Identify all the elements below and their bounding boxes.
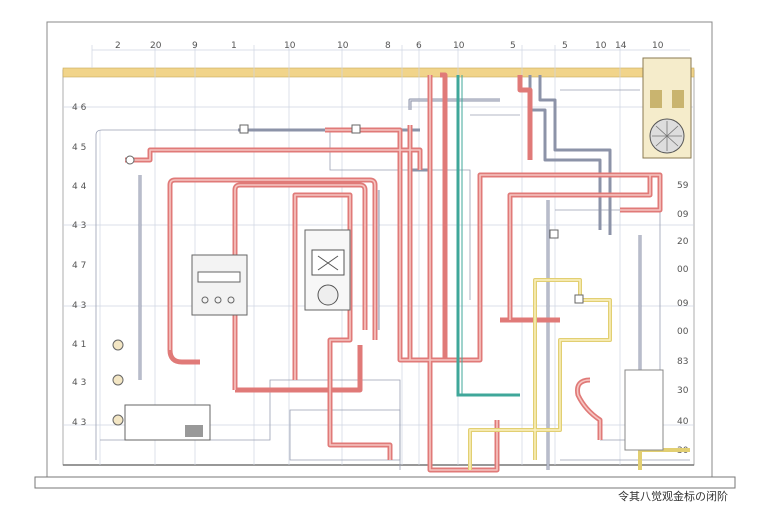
top-dimensions: 2 20 9 1 10 10 8 6 10 5 5 10 14 10 <box>115 41 664 51</box>
control-panel <box>642 57 692 159</box>
dim-label: 10 <box>595 41 607 51</box>
dim-label: 6 <box>416 41 422 51</box>
right-cabinet <box>624 369 664 451</box>
level-label: 4 3 <box>72 301 86 311</box>
dim-label: 5 <box>562 41 568 51</box>
level-label: 4 1 <box>72 340 86 350</box>
hot-water-pipes <box>125 72 663 473</box>
dim-label: 8 <box>385 41 391 51</box>
level-label: 4 3 <box>72 378 86 388</box>
header-bar <box>62 67 695 78</box>
level-label: 59 <box>677 181 689 191</box>
valves <box>112 124 584 426</box>
level-label: 00 <box>677 327 689 337</box>
level-label: 00 <box>677 265 689 275</box>
base-slab <box>34 476 736 489</box>
dim-label: 2 <box>115 41 121 51</box>
level-label: 4 3 <box>72 418 86 428</box>
level-label: 30 <box>677 386 689 396</box>
cold-water-pipes <box>138 75 642 470</box>
dim-label: 10 <box>284 41 296 51</box>
level-label: 4 3 <box>72 221 86 231</box>
level-label: 09 <box>677 210 689 220</box>
dim-label: 10 <box>337 41 349 51</box>
dim-label: 10 <box>652 41 664 51</box>
level-label: 40 <box>677 417 689 427</box>
return-pipe <box>456 75 520 397</box>
left-levels: 4 6 4 5 4 4 4 3 4 7 4 3 4 1 4 3 4 3 <box>72 103 87 428</box>
drawing-caption: 令其八觉观金标の闭阶 <box>618 489 728 503</box>
level-label: 4 4 <box>72 182 87 192</box>
dim-label: 10 <box>453 41 465 51</box>
dim-label: 9 <box>192 41 198 51</box>
water-heater-unit <box>304 229 351 311</box>
level-label: 4 7 <box>72 261 86 271</box>
level-label: 4 6 <box>72 103 87 113</box>
level-label: 83 <box>677 357 688 367</box>
level-label: 4 5 <box>72 143 86 153</box>
dim-label: 5 <box>510 41 516 51</box>
boiler-unit <box>191 254 248 316</box>
dim-label: 1 <box>231 41 237 51</box>
dim-label: 20 <box>150 41 162 51</box>
level-label: 20 <box>677 237 689 247</box>
dim-label: 14 <box>615 41 627 51</box>
tank-unit <box>124 404 211 441</box>
right-levels: 59 09 20 00 09 00 83 30 40 30 <box>677 181 689 456</box>
level-label: 09 <box>677 299 689 309</box>
